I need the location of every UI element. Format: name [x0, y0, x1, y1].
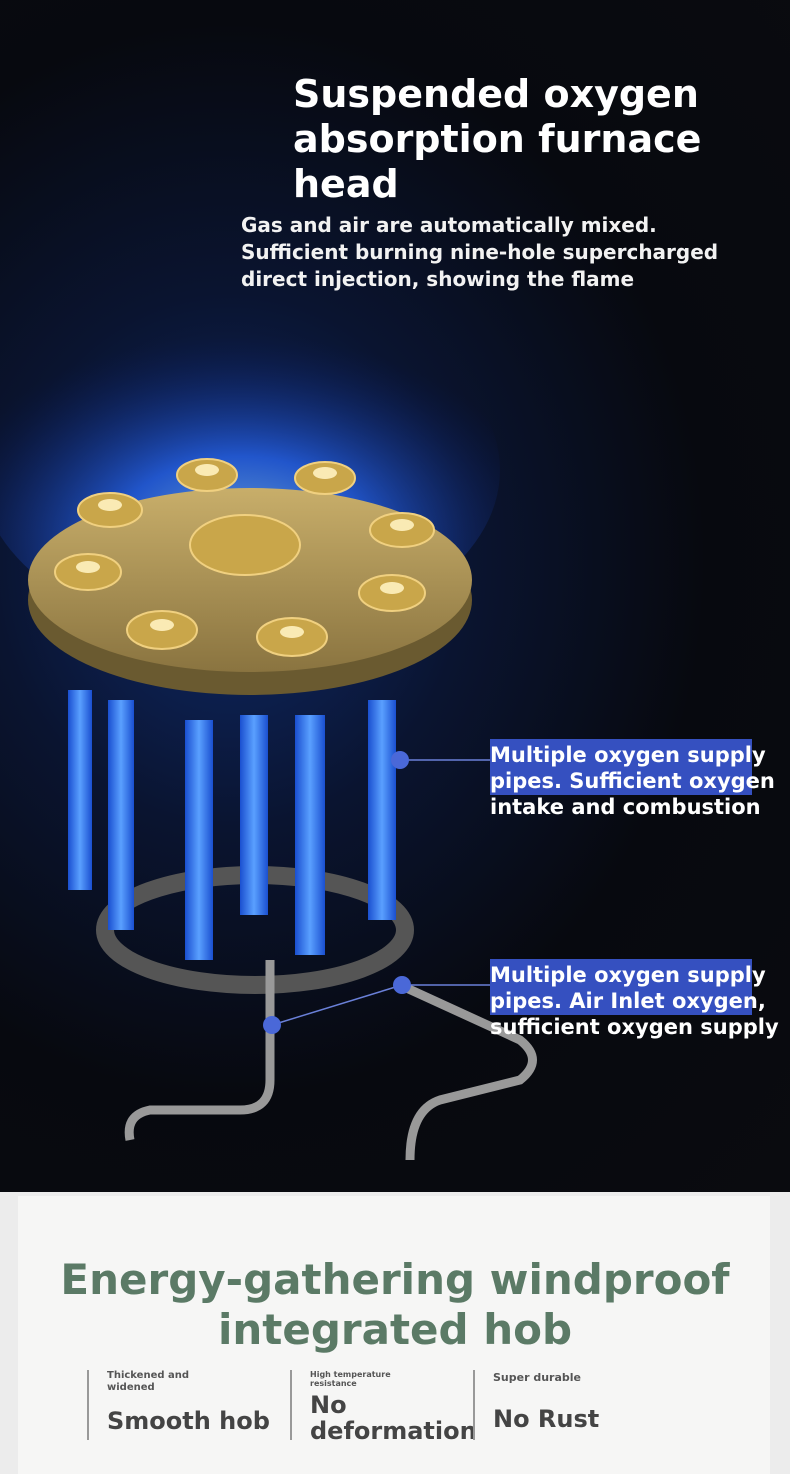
- oxygen-pipes: [68, 690, 396, 960]
- hero-title: Suspended oxygen absorption furnace head: [293, 72, 702, 206]
- hob-section: [0, 1192, 790, 1474]
- callout-dot-2: [393, 976, 411, 994]
- callout-air-inlet: Multiple oxygen supply pipes. Air Inlet …: [490, 959, 780, 1040]
- hob-title: Energy-gathering windproof integrated ho…: [60, 1255, 730, 1354]
- callout-dot-3: [263, 1016, 281, 1034]
- hob-card: [18, 1196, 770, 1474]
- callout-dot-1: [391, 751, 409, 769]
- feature-no-rust: Super durable No Rust: [473, 1370, 653, 1440]
- callout-oxygen-pipes: Multiple oxygen supply pipes. Sufficient…: [490, 739, 780, 820]
- feature-label: Smooth hob: [107, 1407, 270, 1435]
- feature-label: No Rust: [493, 1405, 600, 1433]
- gas-pipe-right: [398, 980, 537, 1161]
- hero-section: Suspended oxygen absorption furnace head…: [0, 0, 790, 1192]
- feature-no-deformation: High temperature resistance No deformati…: [290, 1370, 477, 1444]
- callout-text: Multiple oxygen supply pipes. Sufficient…: [490, 743, 775, 819]
- gas-pipe-left: [124, 960, 275, 1141]
- callout-text: Multiple oxygen supply pipes. Air Inlet …: [490, 963, 779, 1039]
- feature-label: No deformation: [310, 1391, 477, 1445]
- burner-illustration: [0, 300, 537, 1161]
- feature-smooth-hob: Thickened and widened Smooth hob: [87, 1370, 277, 1440]
- feature-caption: High temperature resistance: [310, 1370, 391, 1388]
- feature-caption: Super durable: [493, 1371, 581, 1384]
- hero-subtitle: Gas and air are automatically mixed. Suf…: [241, 213, 719, 291]
- feature-caption: Thickened and widened: [107, 1370, 190, 1393]
